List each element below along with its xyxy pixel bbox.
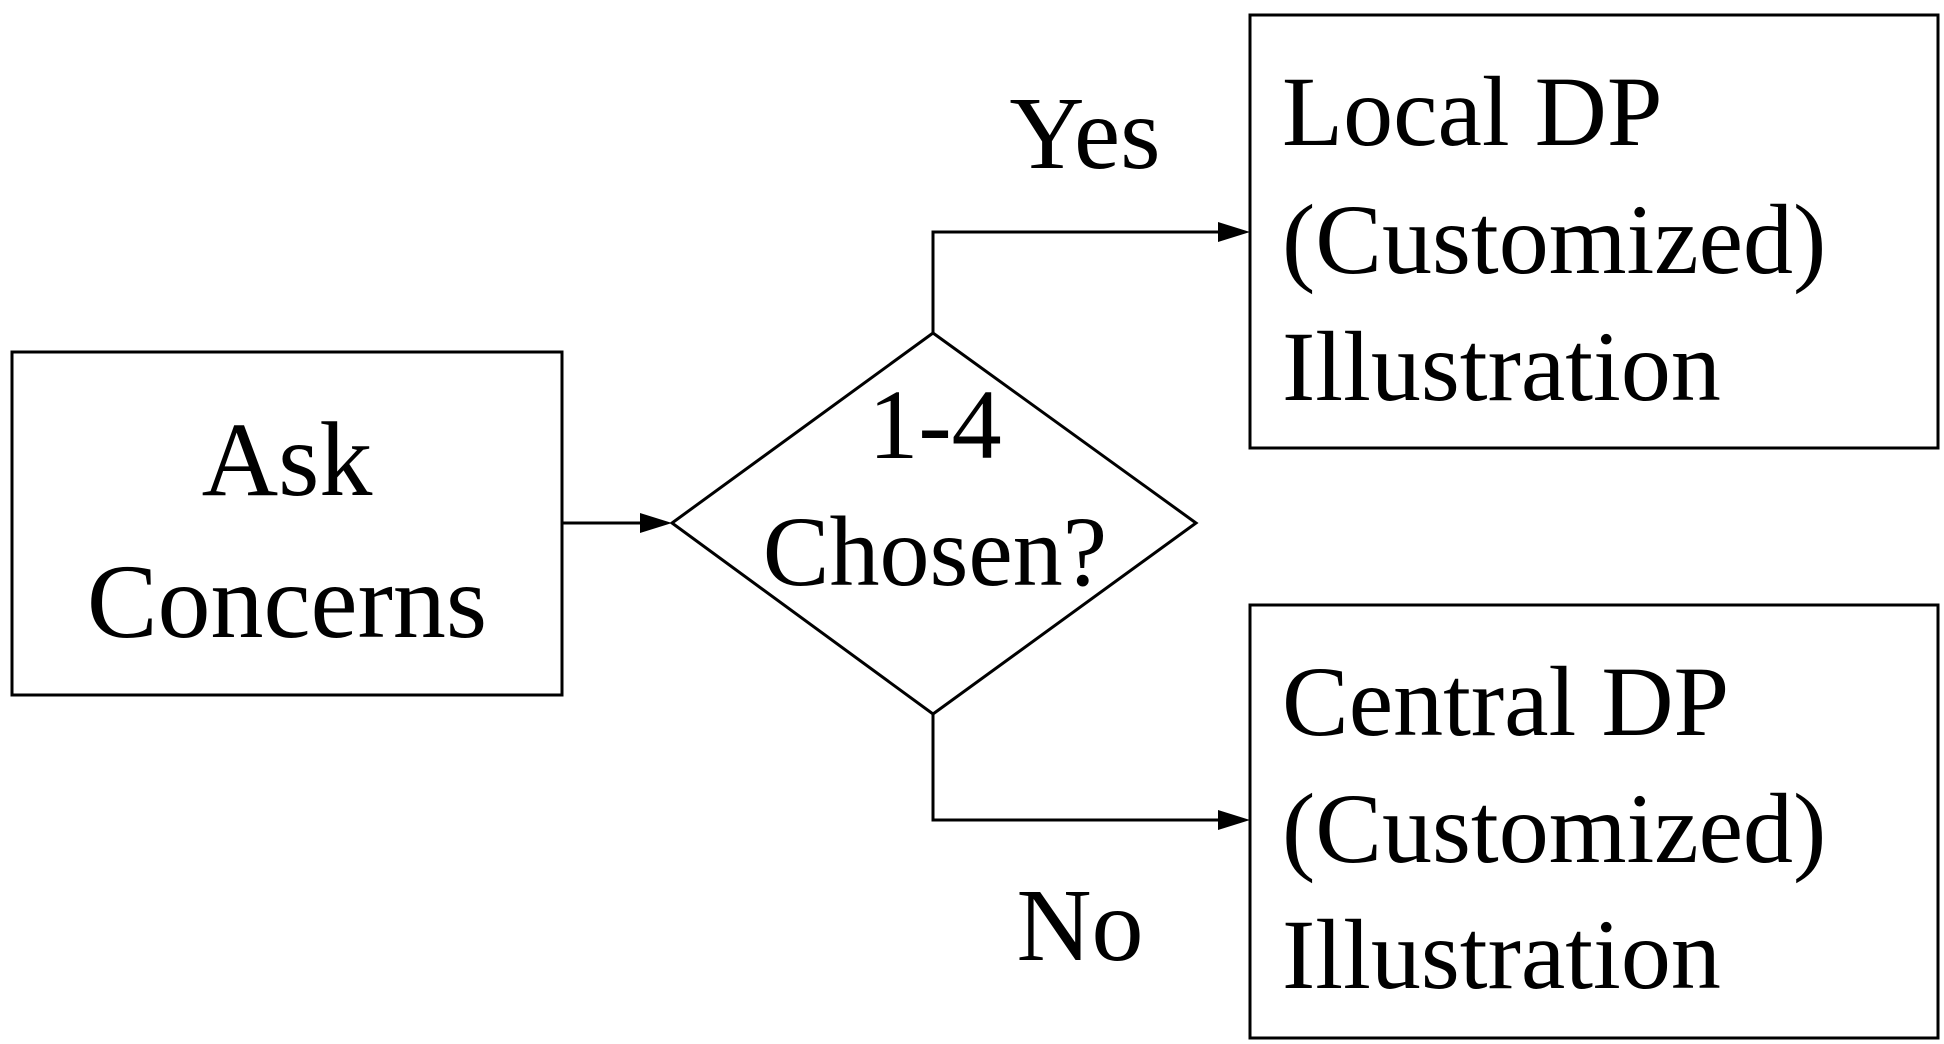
decision-label-line1: 1-4	[868, 369, 1001, 480]
local-dp-node: Local DP (Customized) Illustration	[1248, 13, 1940, 450]
edge-decision-to-local-line	[931, 230, 1220, 333]
local-dp-label-line3: Illustration	[1282, 311, 1721, 422]
local-dp-label-line1: Local DP	[1282, 56, 1662, 167]
ask-concerns-node: Ask Concerns	[10, 350, 564, 697]
edge-decision-to-central-line	[931, 714, 1220, 822]
decision-node: 1-4 Chosen?	[669, 331, 1199, 716]
ask-concerns-box	[10, 350, 564, 697]
local-dp-box	[1248, 13, 1940, 450]
decision-label-line2: Chosen?	[763, 496, 1107, 607]
ask-concerns-label-line2: Concerns	[87, 543, 487, 660]
edge-decision-to-local: Yes	[931, 76, 1250, 333]
central-dp-label-line3: Illustration	[1282, 899, 1721, 1010]
local-dp-label-line2: (Customized)	[1282, 184, 1826, 295]
ask-concerns-label-line1: Ask	[202, 401, 373, 518]
central-dp-label-line1: Central DP	[1282, 646, 1729, 757]
edge-ask-to-decision-arrowhead	[640, 513, 672, 533]
edge-decision-to-central-arrowhead	[1218, 810, 1250, 830]
edge-decision-to-local-arrowhead	[1218, 222, 1250, 242]
edge-label-no: No	[1016, 868, 1143, 983]
edge-decision-to-central: No	[931, 714, 1250, 983]
central-dp-label-line2: (Customized)	[1282, 773, 1826, 884]
central-dp-node: Central DP (Customized) Illustration	[1248, 603, 1940, 1040]
edge-ask-to-decision	[562, 513, 672, 533]
central-dp-box	[1248, 603, 1940, 1040]
edge-label-yes: Yes	[1009, 76, 1160, 191]
